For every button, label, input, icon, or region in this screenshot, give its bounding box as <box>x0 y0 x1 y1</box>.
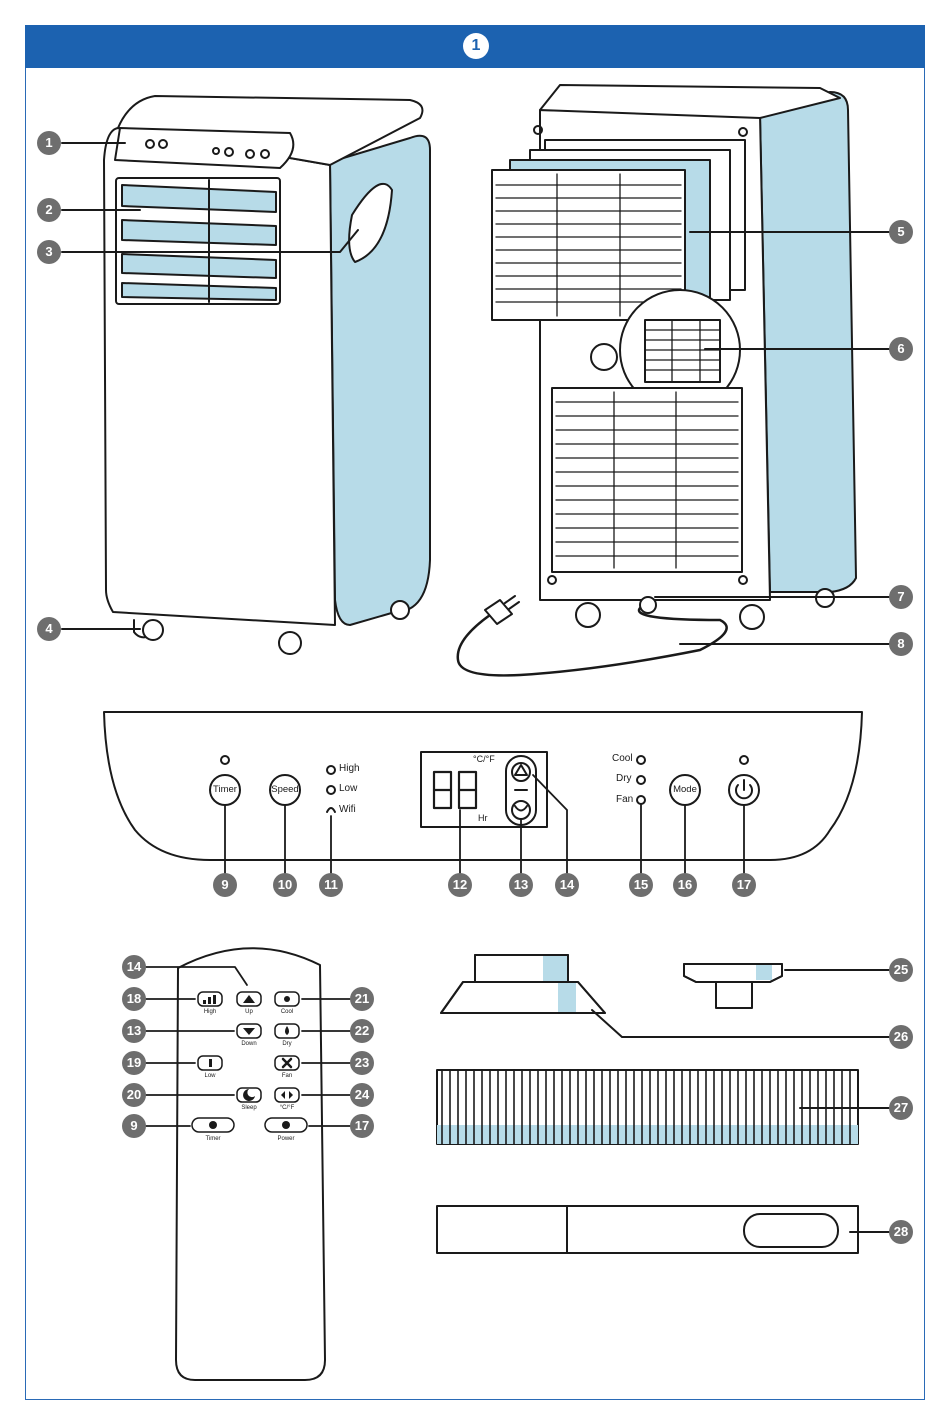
callout-badge: 27 <box>889 1096 913 1120</box>
timer-button[interactable]: Timer <box>213 784 237 795</box>
callout-badge: 14 <box>122 955 146 979</box>
callout-badge: 2 <box>37 198 61 222</box>
callout-badge: 9 <box>213 873 237 897</box>
mode-dry-label: Dry <box>616 773 632 784</box>
callout-badge: 17 <box>732 873 756 897</box>
display-unit-label: °C/°F <box>473 754 495 764</box>
mode-fan-label: Fan <box>616 794 634 805</box>
callout-badge: 6 <box>889 337 913 361</box>
control-panel <box>103 711 863 874</box>
rear-unit <box>456 84 857 677</box>
callout-badge: 26 <box>889 1025 913 1049</box>
callout-badge: 18 <box>122 987 146 1011</box>
callout-badge: 17 <box>350 1114 374 1138</box>
figure-number-badge: 1 <box>463 33 489 59</box>
callout-badge: 8 <box>889 632 913 656</box>
callout-badge: 25 <box>889 958 913 982</box>
callout-badge: 19 <box>122 1051 146 1075</box>
callout-badge: 9 <box>122 1114 146 1138</box>
remote-down-label: Down <box>241 1041 257 1047</box>
callout-badge: 1 <box>37 131 61 155</box>
indicator-wifi-label: Wifi <box>339 804 356 815</box>
callout-badge: 16 <box>673 873 697 897</box>
callout-badge: 3 <box>37 240 61 264</box>
front-unit <box>103 95 431 655</box>
callout-badge: 13 <box>122 1019 146 1043</box>
mode-button[interactable]: Mode <box>673 784 697 795</box>
callout-badge: 14 <box>555 873 579 897</box>
callout-badge: 23 <box>350 1051 374 1075</box>
callout-badge: 11 <box>319 873 343 897</box>
remote-high-label: High <box>203 1009 217 1015</box>
remote-cool-label: Cool <box>280 1009 294 1015</box>
power-icon <box>735 779 753 800</box>
callout-badge: 21 <box>350 987 374 1011</box>
speed-button[interactable]: Speed <box>271 784 299 795</box>
remote-control <box>145 947 351 1381</box>
remote-power-label: Power <box>277 1136 295 1142</box>
callout-badge: 12 <box>448 873 472 897</box>
remote-timer-label: Timer <box>205 1136 221 1142</box>
remote-unit-label: °C/°F <box>279 1105 295 1111</box>
hose-connector <box>683 963 783 1009</box>
window-slider-kit <box>436 1205 859 1254</box>
exhaust-hose <box>436 1069 859 1145</box>
callout-badge: 13 <box>509 873 533 897</box>
callout-badge: 10 <box>273 873 297 897</box>
remote-up-label: Up <box>245 1009 253 1015</box>
remote-fan-label: Fan <box>281 1073 293 1079</box>
leader-lines <box>61 142 891 1233</box>
callout-badge: 28 <box>889 1220 913 1244</box>
indicator-high-label: High <box>339 763 360 774</box>
callout-badge: 4 <box>37 617 61 641</box>
callout-badge: 20 <box>122 1083 146 1107</box>
remote-dry-label: Dry <box>282 1041 292 1047</box>
display-hours-label: Hr <box>478 813 488 823</box>
indicator-low-label: Low <box>339 783 358 794</box>
remote-low-label: Low <box>204 1073 216 1079</box>
callout-badge: 24 <box>350 1083 374 1107</box>
remote-sleep-label: Sleep <box>241 1105 257 1111</box>
mode-cool-label: Cool <box>612 753 633 764</box>
callout-badge: 5 <box>889 220 913 244</box>
window-adapter <box>440 954 606 1014</box>
callout-badge: 15 <box>629 873 653 897</box>
callout-badge: 7 <box>889 585 913 609</box>
callout-badge: 22 <box>350 1019 374 1043</box>
